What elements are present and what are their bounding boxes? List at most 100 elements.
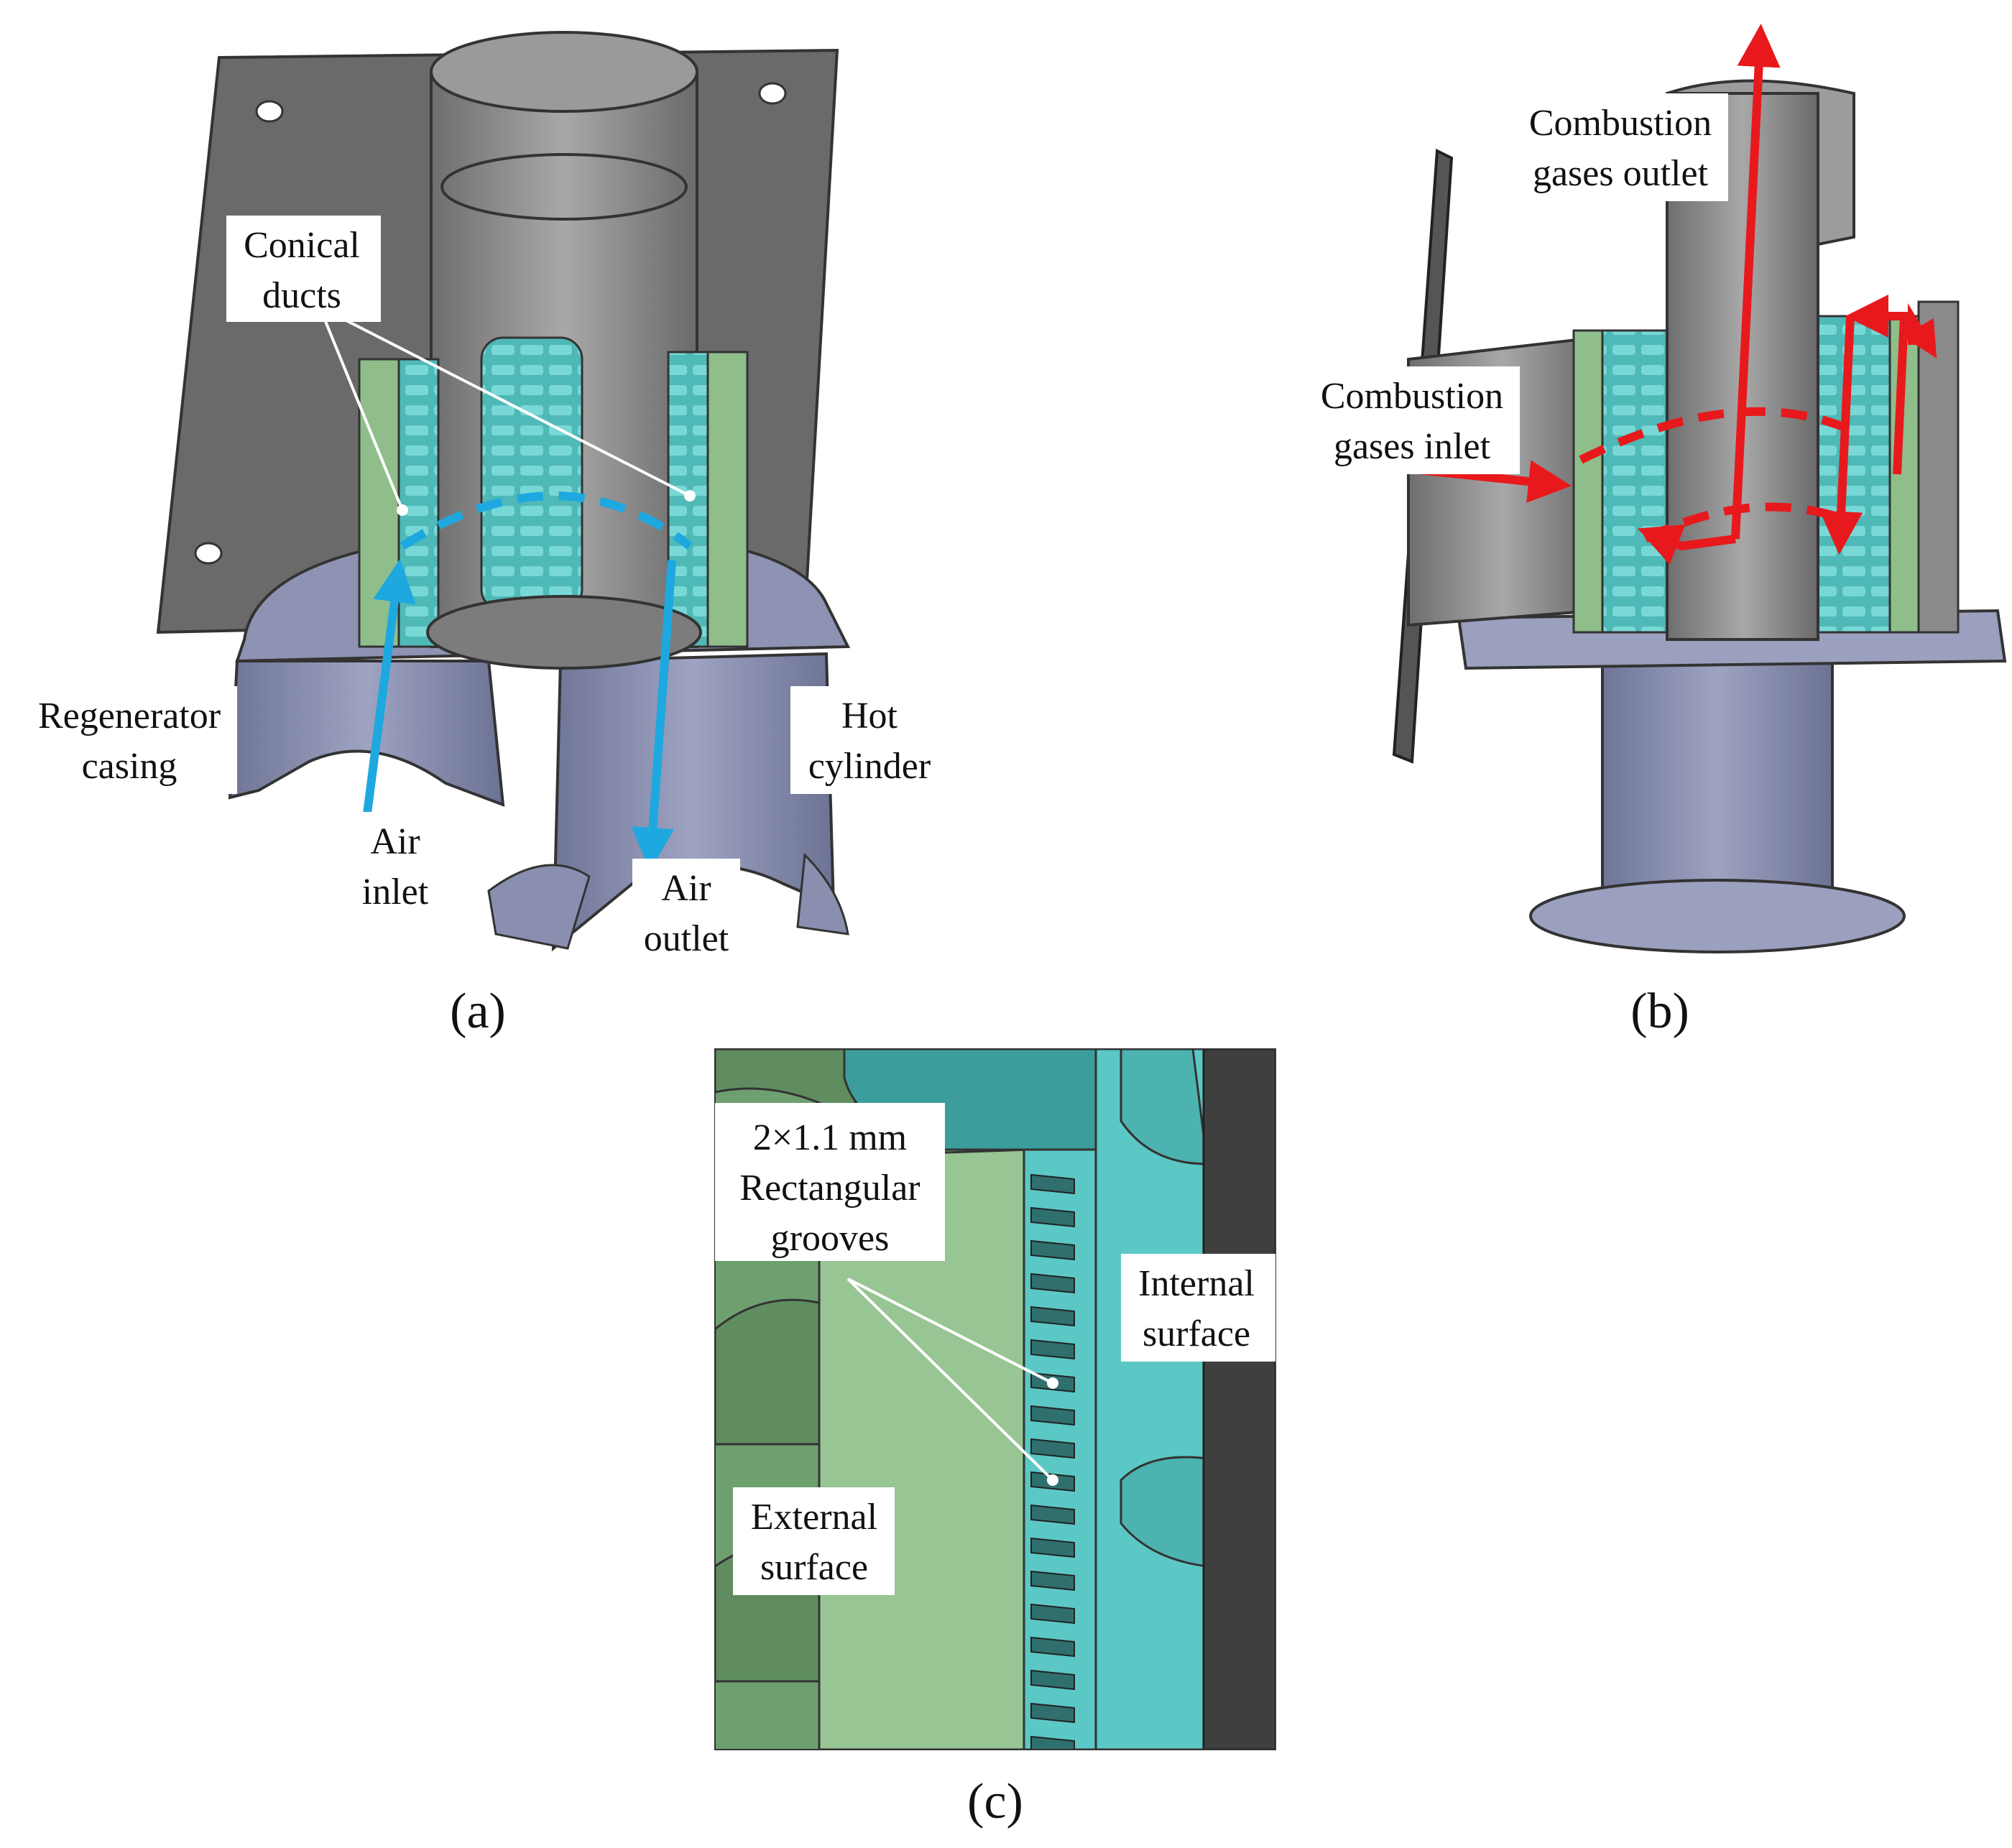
groove	[1030, 1173, 1075, 1195]
lower-flange	[1529, 879, 1906, 953]
callout-box	[632, 859, 740, 966]
callout-text: Hot	[841, 696, 898, 736]
air-inlet-arrow	[362, 559, 416, 820]
callout-gases-outlet: Combustion gases outlet	[1513, 93, 1728, 201]
inner-cylinder-bottom	[426, 595, 702, 670]
groove	[1030, 1669, 1075, 1691]
panel-b: Combustion gases outlet Combustion gases…	[1304, 24, 2007, 1039]
callout-box	[790, 686, 952, 794]
callout-air-outlet: Air outlet	[632, 859, 740, 966]
leader-dot	[684, 490, 696, 502]
plate-hole	[758, 82, 787, 105]
panel-a: Conical ducts Regenerator casing Hot cyl…	[22, 31, 952, 1039]
regenerator-matrix-center	[480, 336, 583, 612]
callout-text: surface	[1143, 1313, 1250, 1354]
groove	[1030, 1438, 1075, 1459]
callout-text: Combustion	[1529, 103, 1712, 144]
callout-text: Air	[370, 821, 420, 862]
callout-box	[1121, 1254, 1275, 1362]
casing-foot	[487, 864, 591, 950]
groove	[1030, 1504, 1075, 1525]
leader-dot	[1047, 1474, 1058, 1486]
callout-box	[226, 216, 381, 322]
groove	[1030, 1702, 1075, 1724]
callout-text: inlet	[362, 872, 429, 913]
panel-label-c: (c)	[967, 1774, 1023, 1829]
detail-frame	[714, 1048, 1276, 1750]
callout-text: Conical	[244, 225, 360, 266]
callout-text: Internal	[1138, 1263, 1255, 1304]
plate-hole	[255, 100, 284, 123]
matrix-left	[1594, 329, 1676, 634]
callout-internal-surface: Internal surface	[1121, 1254, 1275, 1362]
outer-shell	[1917, 300, 1960, 634]
groove	[1030, 1570, 1075, 1591]
outlet-cylinder-cap	[1666, 79, 1855, 246]
gases-outlet-arrow	[1731, 24, 1781, 540]
gases-flow-arc	[1579, 407, 1856, 464]
leader-line	[846, 1278, 1054, 1482]
leader-line	[337, 315, 691, 497]
leader-dot	[1047, 1377, 1058, 1389]
plate-hole	[194, 542, 223, 565]
groove	[1030, 1306, 1075, 1327]
panel-label-a: (a)	[450, 984, 506, 1039]
callout-text: surface	[760, 1547, 868, 1588]
callout-text: Air	[661, 868, 711, 909]
callout-text: ducts	[262, 275, 341, 316]
callout-text: Regenerator	[38, 696, 221, 736]
callout-gases-inlet: Combustion gases inlet	[1304, 366, 1520, 474]
panel-label-b: (b)	[1630, 984, 1689, 1039]
gases-flow-arc-lower	[1643, 502, 1841, 543]
rectangular-grooves	[1030, 1173, 1075, 1750]
air-outlet-arrow	[631, 560, 676, 871]
groove	[1030, 1603, 1075, 1625]
callout-grooves: 2×1.1 mm Rectangular grooves	[715, 1103, 945, 1261]
callout-box	[22, 686, 237, 794]
callout-air-inlet: Air inlet	[341, 812, 449, 920]
groove	[1030, 1735, 1075, 1750]
groove	[1030, 1239, 1075, 1261]
casing-foot	[796, 852, 849, 935]
lower-pipe	[1601, 660, 1834, 900]
steel-wall	[1202, 1049, 1275, 1750]
gases-down-arrow	[1819, 315, 1863, 555]
gases-right-arrow	[1902, 302, 1937, 359]
callout-regenerator-casing: Regenerator casing	[22, 686, 237, 794]
gases-bend-arrow	[1637, 524, 1736, 565]
inner-cylinder-top	[430, 31, 698, 113]
regenerator-matrix-left-fins	[397, 358, 440, 648]
leader-dot	[397, 504, 408, 516]
internal-wall	[1094, 1049, 1205, 1750]
callout-text: Rectangular	[739, 1168, 920, 1209]
groove	[1030, 1272, 1075, 1294]
groove	[1030, 1206, 1075, 1228]
callout-box	[341, 812, 449, 920]
callout-text: outlet	[644, 918, 729, 959]
air-flow-arc	[400, 491, 693, 550]
groove	[1030, 1339, 1075, 1360]
leader-line	[847, 1278, 1053, 1385]
callout-text: gases inlet	[1334, 426, 1491, 467]
callout-text: casing	[82, 746, 177, 787]
leader-line	[322, 315, 404, 511]
groove	[1030, 1537, 1075, 1558]
groove	[1030, 1636, 1075, 1658]
callout-conical-ducts: Conical ducts	[226, 216, 381, 322]
regenerator-casing-half-left	[228, 660, 505, 808]
callout-text: 2×1.1 mm	[753, 1117, 907, 1158]
groove	[1030, 1405, 1075, 1426]
callout-text: grooves	[771, 1218, 890, 1259]
callout-box	[733, 1487, 895, 1595]
panel-c: 2×1.1 mm Rectangular grooves Internal su…	[714, 1048, 1276, 1829]
callout-external-surface: External surface	[733, 1487, 895, 1595]
callout-text: cylinder	[808, 746, 931, 787]
callout-box	[1513, 93, 1728, 201]
callout-box	[715, 1103, 945, 1261]
callout-text: gases outlet	[1533, 153, 1709, 194]
inner-cylinder-lip	[440, 153, 688, 221]
callout-box	[1304, 366, 1520, 474]
callout-text: Combustion	[1321, 376, 1503, 417]
callout-text: External	[751, 1497, 877, 1538]
matrix-left-green	[1572, 329, 1604, 634]
